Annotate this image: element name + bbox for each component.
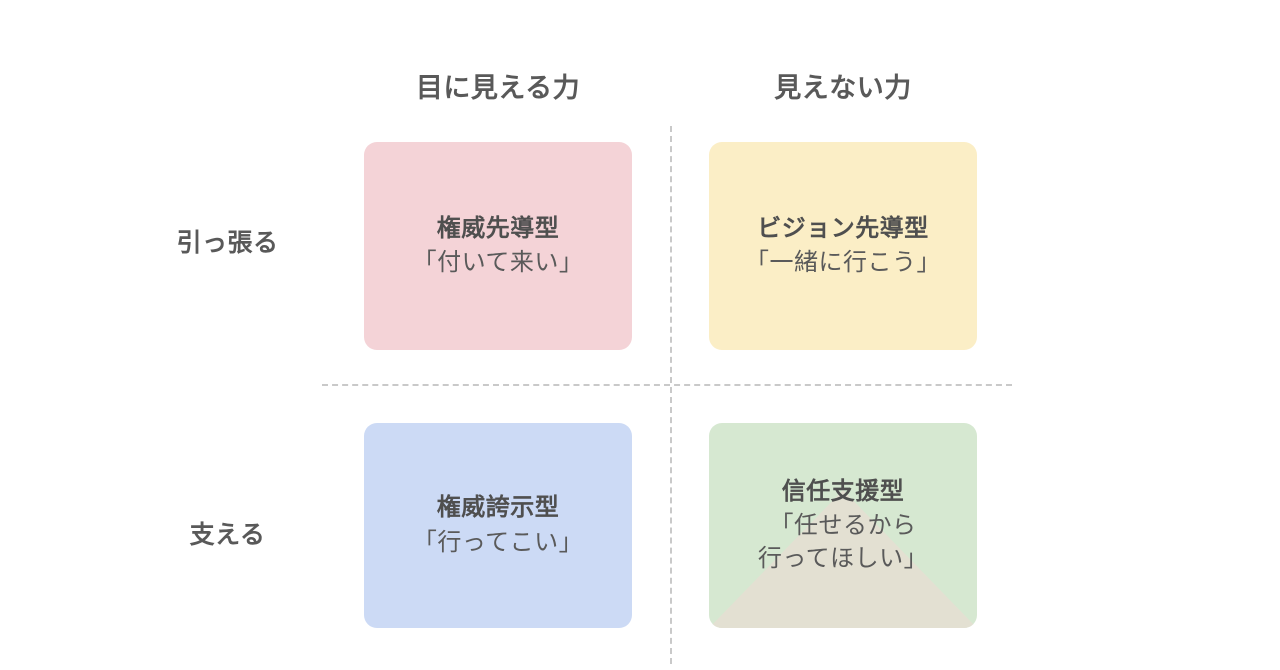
- quadrant-quote: 「行ってこい」: [372, 526, 624, 559]
- row-header-pull: 引っ張る: [176, 229, 279, 257]
- quote-line: 「任せるから: [769, 512, 917, 540]
- vertical-axis-divider: [670, 126, 672, 664]
- quadrant-title: 権威誇示型: [436, 494, 560, 522]
- quadrant-card-content: 権威誇示型 「行ってこい」: [364, 492, 632, 559]
- quadrant-card-authority-display[interactable]: 権威誇示型 「行ってこい」: [364, 423, 632, 628]
- quadrant-card-content: ビジョン先導型 「一緒に行こう」: [709, 213, 977, 280]
- column-header-invisible-power: 見えない力: [774, 73, 912, 103]
- quadrant-title: 信任支援型: [781, 477, 905, 505]
- quadrant-title: ビジョン先導型: [757, 214, 929, 242]
- column-header-visible-power: 目に見える力: [415, 73, 581, 103]
- horizontal-axis-divider: [322, 384, 1012, 386]
- quadrant-card-trust-support[interactable]: 信任支援型 「任せるから 行ってほしい」: [709, 423, 977, 628]
- quadrant-quote: 「付いて来い」: [372, 246, 624, 279]
- quadrant-card-content: 信任支援型 「任せるから 行ってほしい」: [709, 476, 977, 576]
- quadrant-card-vision-leading[interactable]: ビジョン先導型 「一緒に行こう」: [709, 142, 977, 350]
- quadrant-card-authority-leading[interactable]: 権威先導型 「付いて来い」: [364, 142, 632, 350]
- quadrant-card-content: 権威先導型 「付いて来い」: [364, 213, 632, 280]
- quadrant-quote: 「任せるから 行ってほしい」: [717, 509, 969, 575]
- quote-line: 行ってほしい」: [757, 545, 929, 573]
- quadrant-title: 権威先導型: [436, 214, 560, 242]
- quote-line: 「付いて来い」: [412, 249, 584, 277]
- row-header-support: 支える: [189, 521, 266, 549]
- quote-line: 「行ってこい」: [412, 528, 584, 556]
- quote-line: 「一緒に行こう」: [745, 249, 941, 277]
- quadrant-quote: 「一緒に行こう」: [717, 246, 969, 279]
